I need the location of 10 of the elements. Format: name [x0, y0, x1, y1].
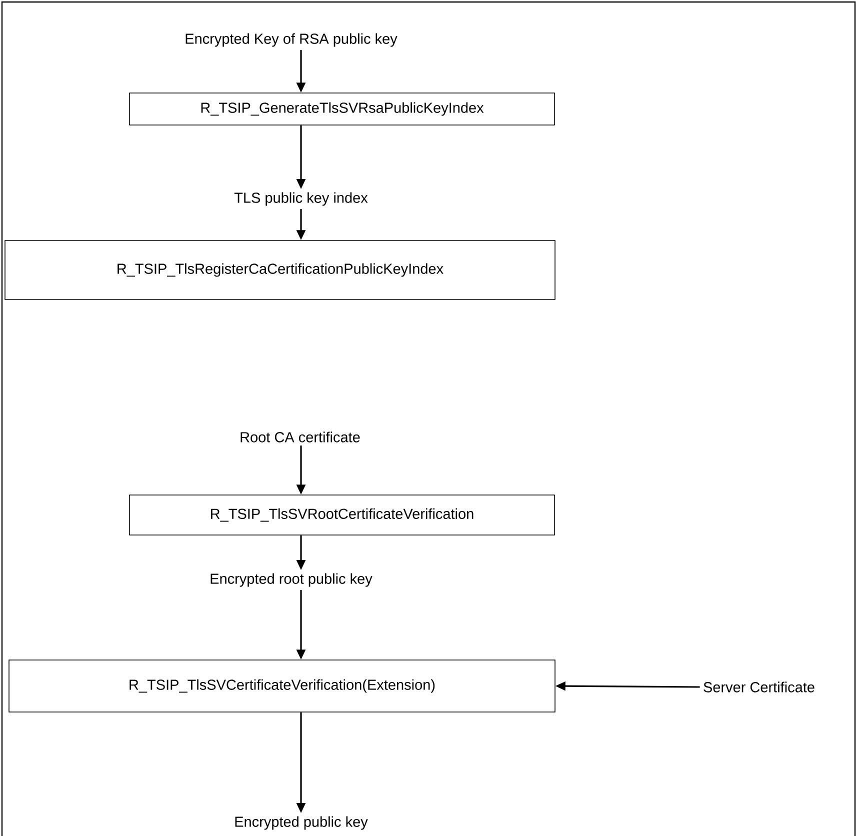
data-label: Encrypted Key of RSA public key: [186, 33, 398, 47]
function-box: R_TSIP_TlsRegisterCaCertificationPublicKeyIndex: [4, 240, 556, 300]
data-label: Encrypted root public key: [210, 573, 372, 587]
data-label: Server Certificate: [704, 682, 814, 692]
data-label: TLS public key index: [234, 192, 368, 206]
function-box: R_TSIP_TlsSVCertificateVerification(Extension): [8, 660, 556, 712]
data-label: Encrypted public key: [235, 816, 368, 830]
data-label: Root CA certificate: [240, 432, 360, 442]
function-box: R_TSIP_TlsSVRootCertificateVerification: [129, 494, 555, 536]
function-box: R_TSIP_GenerateTlsSVRsaPublicKeyIndex: [129, 92, 555, 126]
